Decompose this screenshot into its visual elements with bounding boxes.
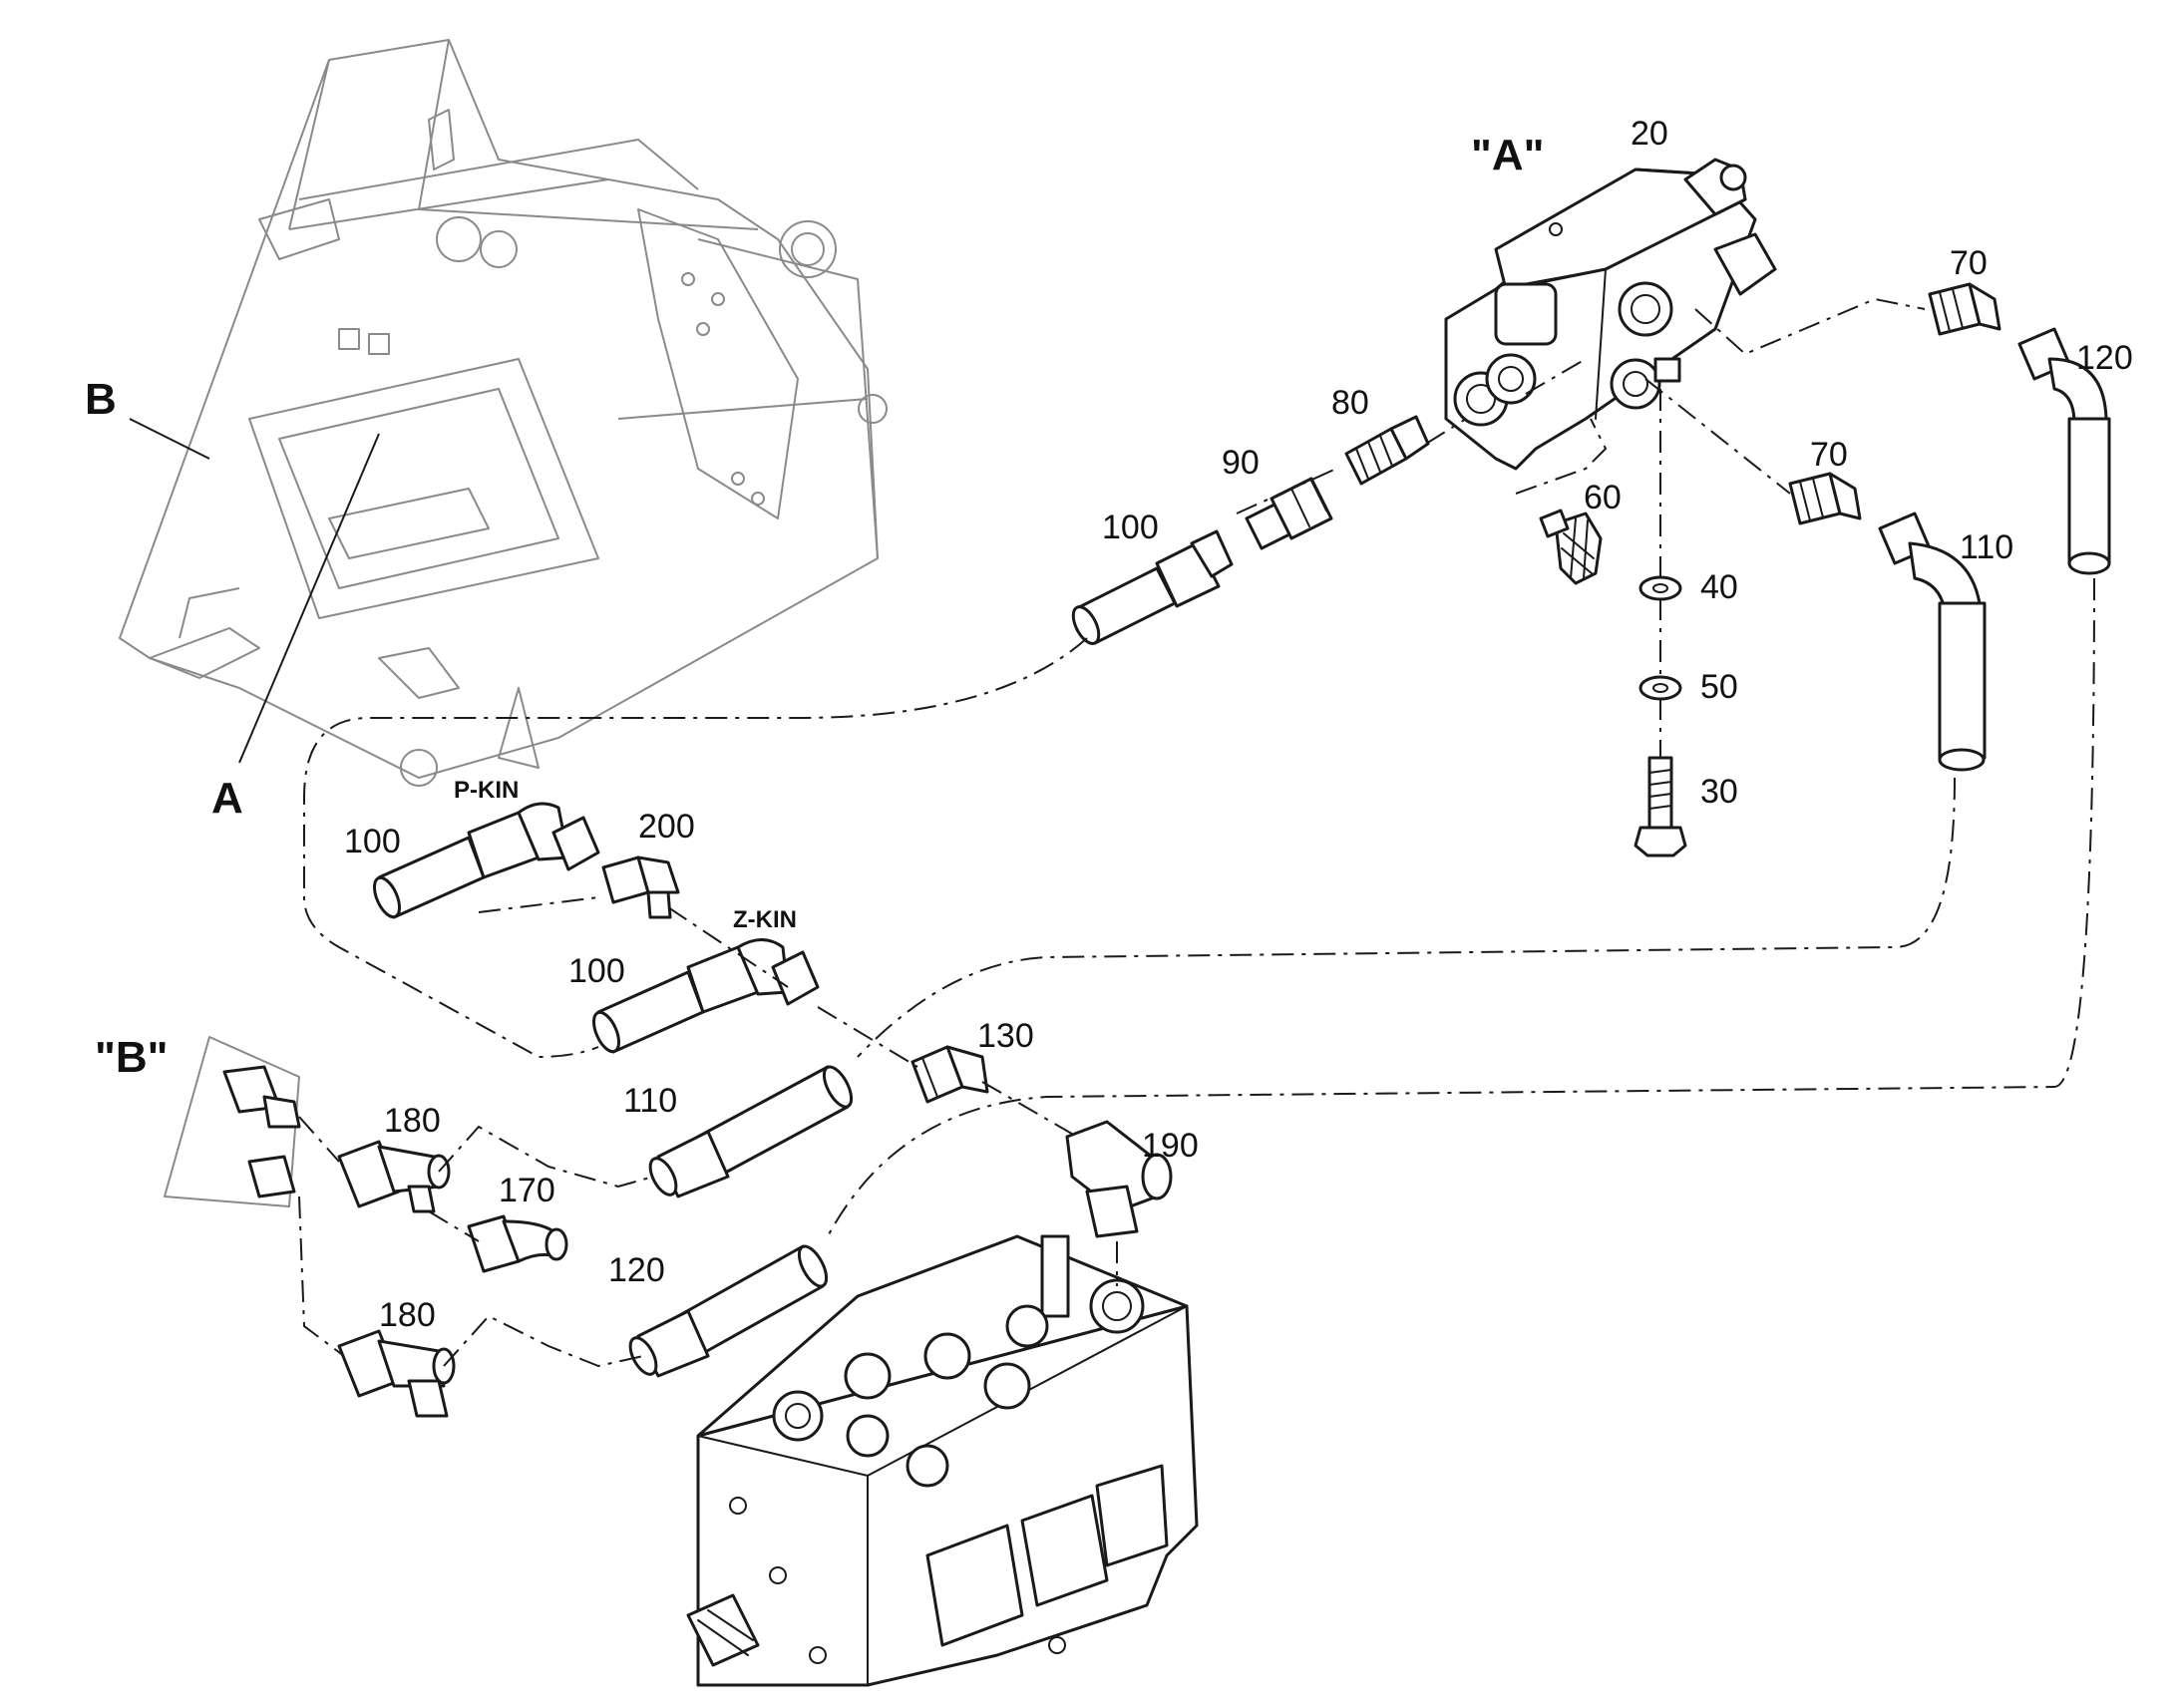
hose-120-lower (628, 1244, 829, 1378)
control-valve-bank (686, 1234, 1199, 1687)
leader-ref-B (129, 418, 210, 460)
grease-nipple-60 (1539, 509, 1603, 585)
detail-B-panel (164, 1036, 301, 1207)
part-label-100-p-kin: 100 (344, 823, 401, 860)
fitting-130 (910, 1045, 989, 1104)
leader-ref-A (238, 433, 380, 764)
part-label-100-z-kin: 100 (568, 952, 625, 990)
part-label-90: 90 (1222, 444, 1260, 482)
washer-50 (1638, 675, 1682, 701)
part-label-120-right: 120 (2076, 339, 2133, 377)
washer-40 (1638, 575, 1682, 601)
hose-110-lower (648, 1065, 854, 1198)
fitting-70-upper (1928, 282, 2001, 336)
tee-190 (1065, 1120, 1173, 1238)
hose-120-right (2017, 327, 2111, 575)
loader-frame (119, 39, 888, 787)
connection-lines (298, 297, 2095, 1368)
fitting-70-lower (1788, 472, 1862, 525)
part-label-200: 200 (638, 808, 695, 846)
part-label-110-right: 110 (1960, 528, 2013, 566)
bolt-30 (1634, 756, 1687, 857)
part-label-130: 130 (977, 1017, 1034, 1055)
hose-100-z-kin (591, 938, 820, 1054)
hose-100-straight (1071, 529, 1234, 645)
part-label-70-lower: 70 (1810, 436, 1848, 474)
tee-180-lower (337, 1329, 456, 1418)
part-label-80: 80 (1331, 384, 1369, 422)
part-label-190: 190 (1142, 1127, 1199, 1165)
ref-label-A: A (211, 774, 243, 823)
part-label-30: 30 (1700, 773, 1738, 811)
valve-block-20 (1444, 158, 1777, 471)
part-label-70-upper: 70 (1950, 244, 1988, 282)
part-label-120-lower: 120 (608, 1251, 665, 1289)
ref-label-B: B (85, 375, 117, 424)
part-label-100-top: 100 (1102, 509, 1159, 546)
tee-200 (601, 855, 680, 919)
hose-tag-p-kin: P-KIN (454, 777, 519, 804)
part-label-180-lower: 180 (379, 1296, 436, 1334)
elbow-170 (467, 1214, 568, 1273)
part-label-170: 170 (499, 1172, 555, 1209)
fitting-80 (1344, 415, 1430, 486)
view-label-B: "B" (95, 1033, 169, 1082)
part-label-110-lower: 110 (623, 1082, 677, 1120)
view-label-A: "A" (1471, 131, 1545, 179)
hose-110-right (1878, 512, 1987, 772)
part-label-60: 60 (1584, 479, 1622, 516)
part-label-50: 50 (1700, 668, 1738, 706)
fitting-90 (1245, 477, 1333, 550)
hose-tag-z-kin: Z-KIN (733, 906, 797, 933)
tee-180-upper (337, 1140, 451, 1213)
part-label-180-upper: 180 (384, 1102, 441, 1140)
hose-100-p-kin (372, 802, 600, 919)
part-label-20: 20 (1631, 115, 1668, 153)
part-label-40: 40 (1700, 568, 1738, 606)
